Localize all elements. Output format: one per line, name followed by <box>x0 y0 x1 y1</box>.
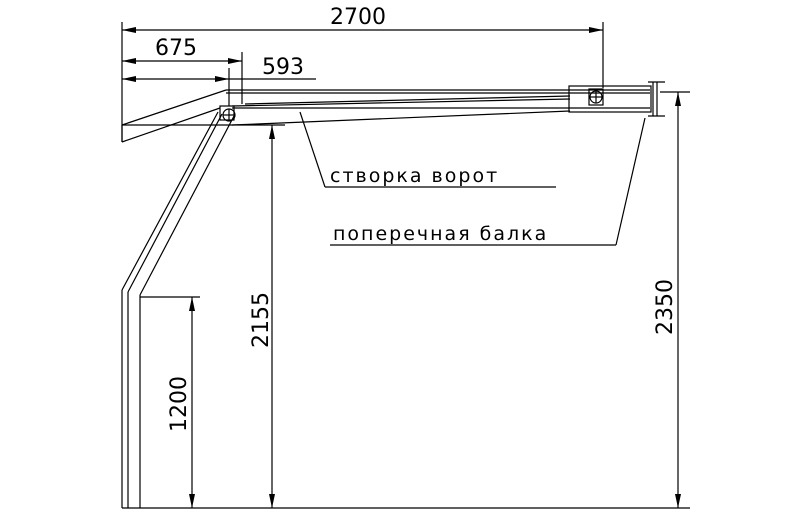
dimension-label-2700: 2700 <box>330 5 386 30</box>
dimension-675: 675 <box>122 36 243 104</box>
dimension-1200: 1200 <box>140 296 200 508</box>
dimension-593: 593 <box>122 55 316 106</box>
dimension-2155: 2155 <box>249 125 275 508</box>
dimension-label-1200: 1200 <box>167 376 192 432</box>
dimension-label-2350: 2350 <box>653 279 678 335</box>
dimension-2350: 2350 <box>653 91 690 508</box>
gate-leaf <box>121 89 650 143</box>
dimension-label-675: 675 <box>155 36 197 61</box>
label-cross-beam: поперечная балка <box>330 117 646 246</box>
gate-leaf-label: створка ворот <box>330 165 499 187</box>
dimension-label-593: 593 <box>262 55 304 80</box>
cross-beam-label: поперечная балка <box>333 223 548 245</box>
post <box>121 111 235 508</box>
cross-beam <box>568 81 665 117</box>
label-gate-leaf: створка ворот <box>299 111 556 188</box>
dimension-2700: 2700 <box>121 5 604 142</box>
dimension-label-2155: 2155 <box>249 292 274 348</box>
